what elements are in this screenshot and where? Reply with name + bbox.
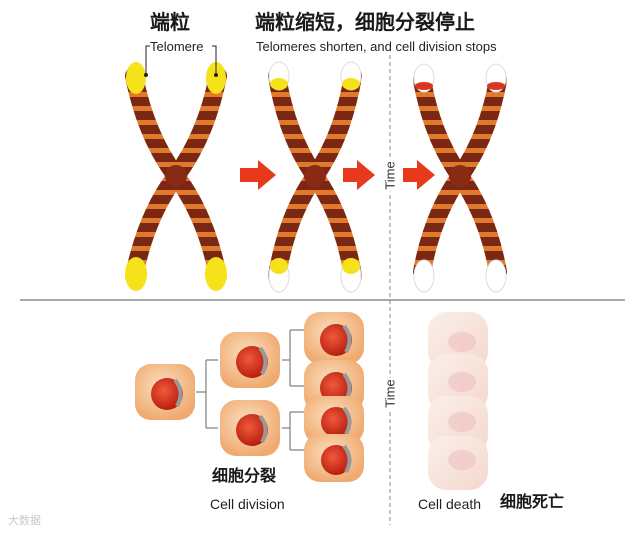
- telomere-label-cn: 端粒: [150, 12, 190, 32]
- arrow-right-icon: [343, 160, 375, 190]
- cell-icon: [135, 364, 195, 420]
- dead-cell-stack: [428, 312, 488, 490]
- arrow-right-icon: [240, 160, 276, 190]
- cell-icon: [304, 434, 364, 482]
- division-label-en: Cell division: [210, 497, 285, 511]
- shorten-label-en: Telomeres shorten, and cell division sto…: [256, 40, 497, 53]
- telomere-label-en: Telomere: [150, 40, 203, 53]
- time-label-top: Time: [383, 159, 398, 191]
- death-label-en: Cell death: [418, 497, 481, 511]
- death-label-cn: 细胞死亡: [500, 494, 564, 510]
- cell-icon: [220, 400, 280, 456]
- arrow-right-icon: [403, 160, 435, 190]
- chromosome-icon: [125, 62, 227, 291]
- cell-icon: [220, 332, 280, 388]
- cell-icon: [304, 312, 364, 364]
- time-label-bottom: Time: [383, 377, 398, 409]
- watermark: 大数据: [8, 512, 41, 528]
- shorten-label-cn: 端粒缩短，细胞分裂停止: [255, 12, 475, 32]
- division-label-cn: 细胞分裂: [212, 468, 276, 484]
